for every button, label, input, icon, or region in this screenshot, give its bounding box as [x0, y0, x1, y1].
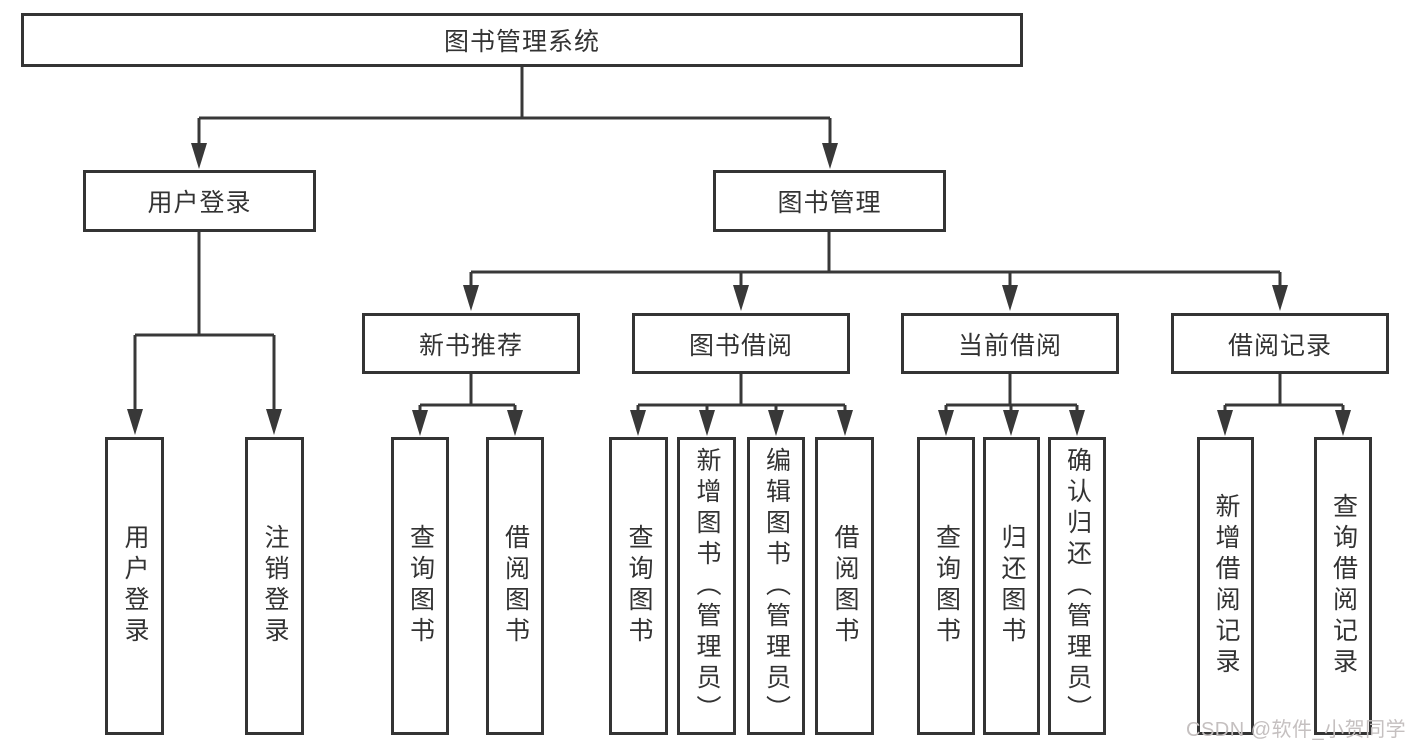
- leaf-bb-query-books-label: 查询图书: [625, 524, 653, 648]
- leaf-cb-query-books-label: 查询图书: [932, 524, 961, 648]
- node-borrow-records: 借阅记录: [1171, 313, 1389, 374]
- leaf-cb-confirm-return-admin-label: 确认归还（管理员）: [1063, 446, 1092, 726]
- leaf-bb-edit-books-admin: 编辑图书（管理员）: [747, 437, 805, 735]
- node-current-borrowing: 当前借阅: [901, 313, 1119, 374]
- node-user-login: 用户登录: [83, 170, 316, 232]
- leaf-rec-borrow-books-label: 借阅图书: [501, 524, 530, 648]
- leaf-bb-borrow-books: 借阅图书: [815, 437, 874, 735]
- leaf-bb-borrow-books-label: 借阅图书: [831, 524, 859, 648]
- node-book-borrowing: 图书借阅: [632, 313, 850, 374]
- leaf-logout: 注销登录: [245, 437, 304, 735]
- leaf-cb-return-books: 归还图书: [983, 437, 1040, 735]
- leaf-user-login-label: 用户登录: [121, 524, 149, 648]
- leaf-br-add-record-label: 新增借阅记录: [1212, 493, 1240, 679]
- leaf-cb-confirm-return-admin: 确认归还（管理员）: [1048, 437, 1106, 735]
- leaf-user-login: 用户登录: [105, 437, 164, 735]
- leaf-bb-query-books: 查询图书: [609, 437, 668, 735]
- leaf-br-query-record: 查询借阅记录: [1314, 437, 1372, 735]
- leaf-rec-query-books: 查询图书: [391, 437, 449, 735]
- node-book-management-label: 图书管理: [777, 189, 882, 217]
- node-root-system: 图书管理系统: [21, 13, 1023, 67]
- node-current-borrowing-label: 当前借阅: [957, 331, 1062, 360]
- leaf-bb-add-books-admin-label: 新增图书（管理员）: [693, 446, 721, 726]
- leaf-bb-edit-books-admin-label: 编辑图书（管理员）: [762, 446, 791, 726]
- node-book-management: 图书管理: [713, 170, 946, 232]
- node-root-label: 图书管理系统: [443, 28, 600, 56]
- leaf-br-query-record-label: 查询借阅记录: [1329, 493, 1358, 679]
- node-user-login-label: 用户登录: [147, 189, 252, 217]
- node-borrow-records-label: 借阅记录: [1227, 331, 1332, 360]
- csdn-watermark: CSDN @软件_小贺同学: [1186, 719, 1405, 741]
- leaf-cb-return-books-label: 归还图书: [998, 524, 1026, 648]
- leaf-rec-borrow-books: 借阅图书: [486, 437, 544, 735]
- leaf-rec-query-books-label: 查询图书: [406, 524, 435, 648]
- leaf-br-add-record: 新增借阅记录: [1197, 437, 1254, 735]
- leaf-cb-query-books: 查询图书: [917, 437, 975, 735]
- node-new-book-recommend: 新书推荐: [362, 313, 580, 374]
- leaf-logout-label: 注销登录: [261, 524, 289, 648]
- node-new-book-recommend-label: 新书推荐: [418, 331, 523, 360]
- leaf-bb-add-books-admin: 新增图书（管理员）: [677, 437, 736, 735]
- node-book-borrowing-label: 图书借阅: [688, 331, 793, 360]
